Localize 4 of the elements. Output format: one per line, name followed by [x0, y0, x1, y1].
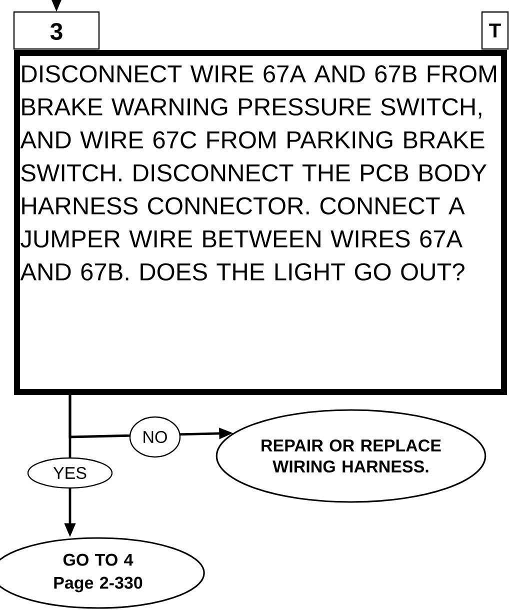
step-tab: T	[481, 11, 509, 50]
node-label: 3	[50, 22, 62, 40]
edge-label: YES	[27, 457, 113, 489]
edge-label: NO	[129, 416, 181, 458]
